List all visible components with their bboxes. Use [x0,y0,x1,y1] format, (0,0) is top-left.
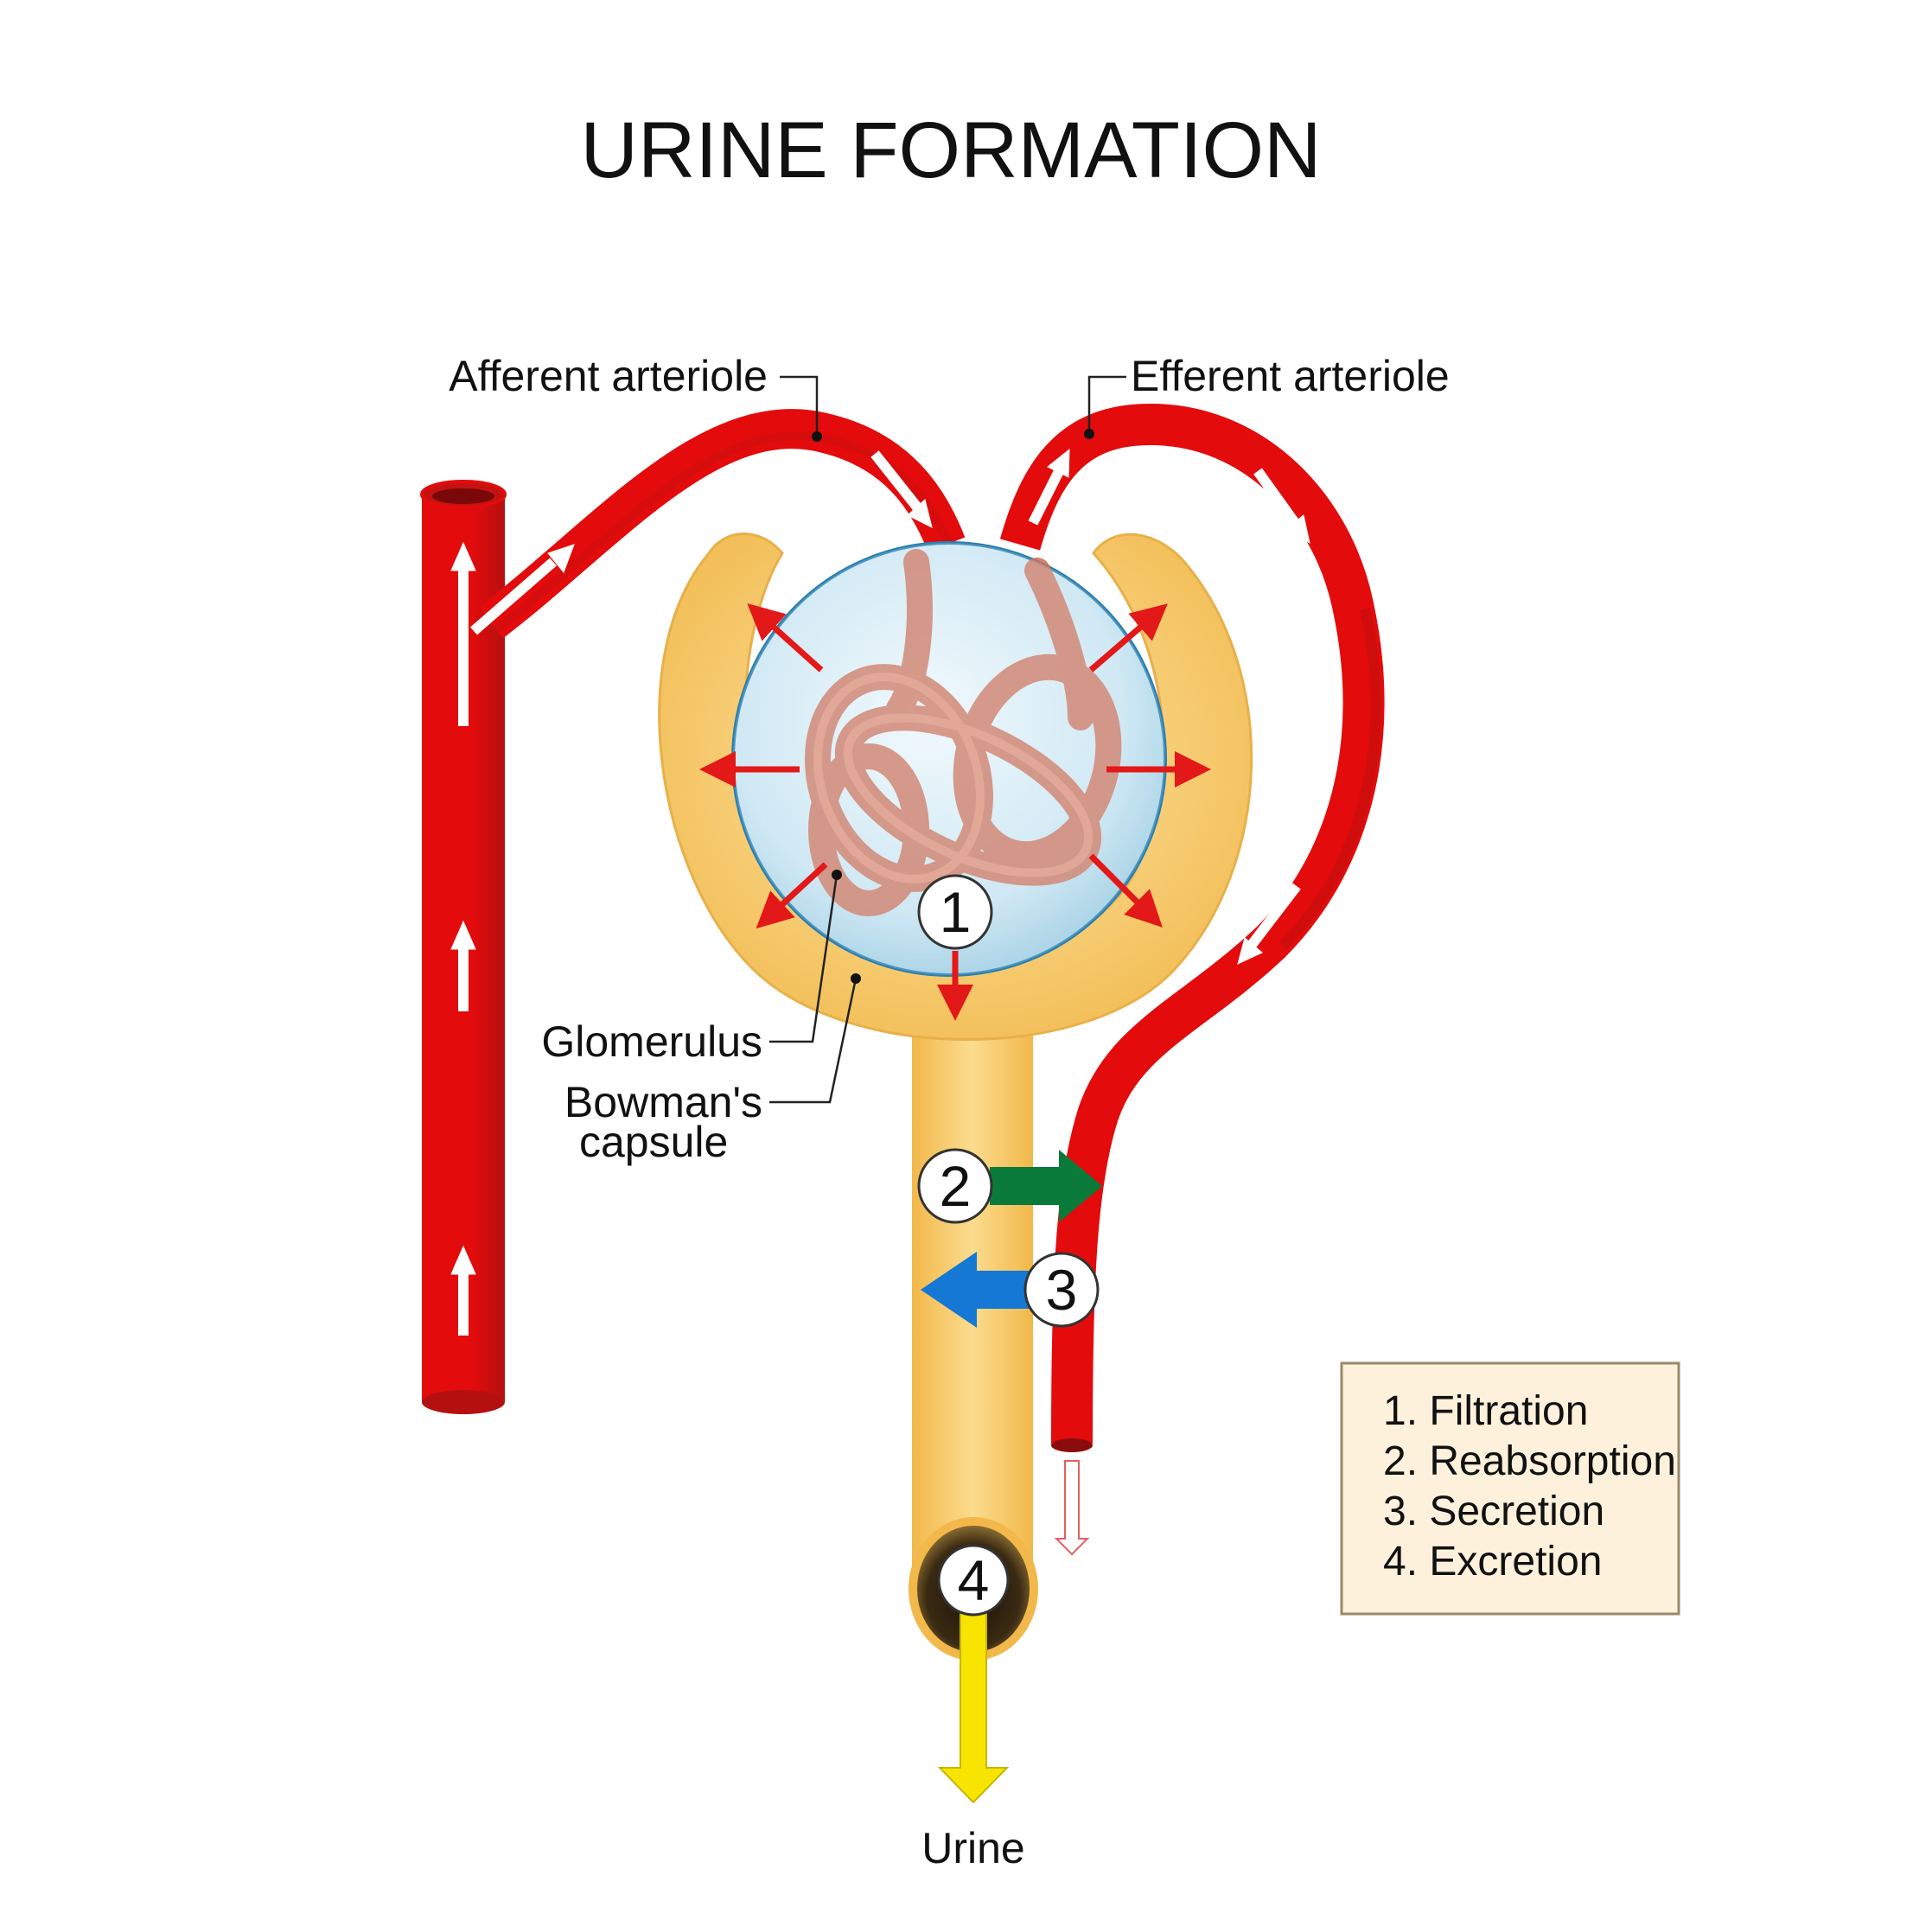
legend-item-reabsorption: 2. Reabsorption [1383,1438,1676,1484]
flow-arrows [450,448,1310,1556]
efferent-arteriole [999,404,1385,1444]
legend-box: 1. Filtration 2. Reabsorption 3. Secreti… [1340,1361,1680,1616]
reabsorption-arrow [990,1150,1102,1222]
label-bowmans-line1: Bowman's [564,1078,762,1126]
label-bowmans-line2: capsule [579,1118,728,1166]
svg-text:1: 1 [940,880,972,944]
step-marker-1: 1 [917,874,993,950]
efferent-end [1051,1438,1093,1452]
legend-item-secretion: 3. Secretion [1383,1489,1604,1534]
afferent-arteriole [479,409,966,639]
svg-text:3: 3 [1046,1258,1078,1322]
legend-item-filtration: 1. Filtration [1383,1388,1588,1434]
step-marker-3: 3 [1023,1252,1100,1328]
label-urine: Urine [921,1824,1024,1872]
legend-item-excretion: 4. Excretion [1383,1539,1602,1584]
svg-text:2: 2 [940,1154,972,1218]
diagram-title: URINE FORMATION [581,106,1322,194]
step-marker-4: 4 [937,1544,1010,1616]
label-afferent-arteriole: Afferent arteriole [449,352,768,400]
filtration-arrows [699,603,1211,1021]
svg-text:4: 4 [958,1548,990,1612]
label-efferent-arteriole: Efferent arteriole [1131,352,1450,400]
step-marker-2: 2 [917,1148,993,1224]
label-glomerulus: Glomerulus [541,1017,762,1066]
glomerulus [731,541,1167,977]
leader-dots [812,429,1094,984]
leader-lines [769,375,1126,1104]
excretion-arrow [937,1607,1010,1804]
secretion-arrow [921,1252,1046,1328]
